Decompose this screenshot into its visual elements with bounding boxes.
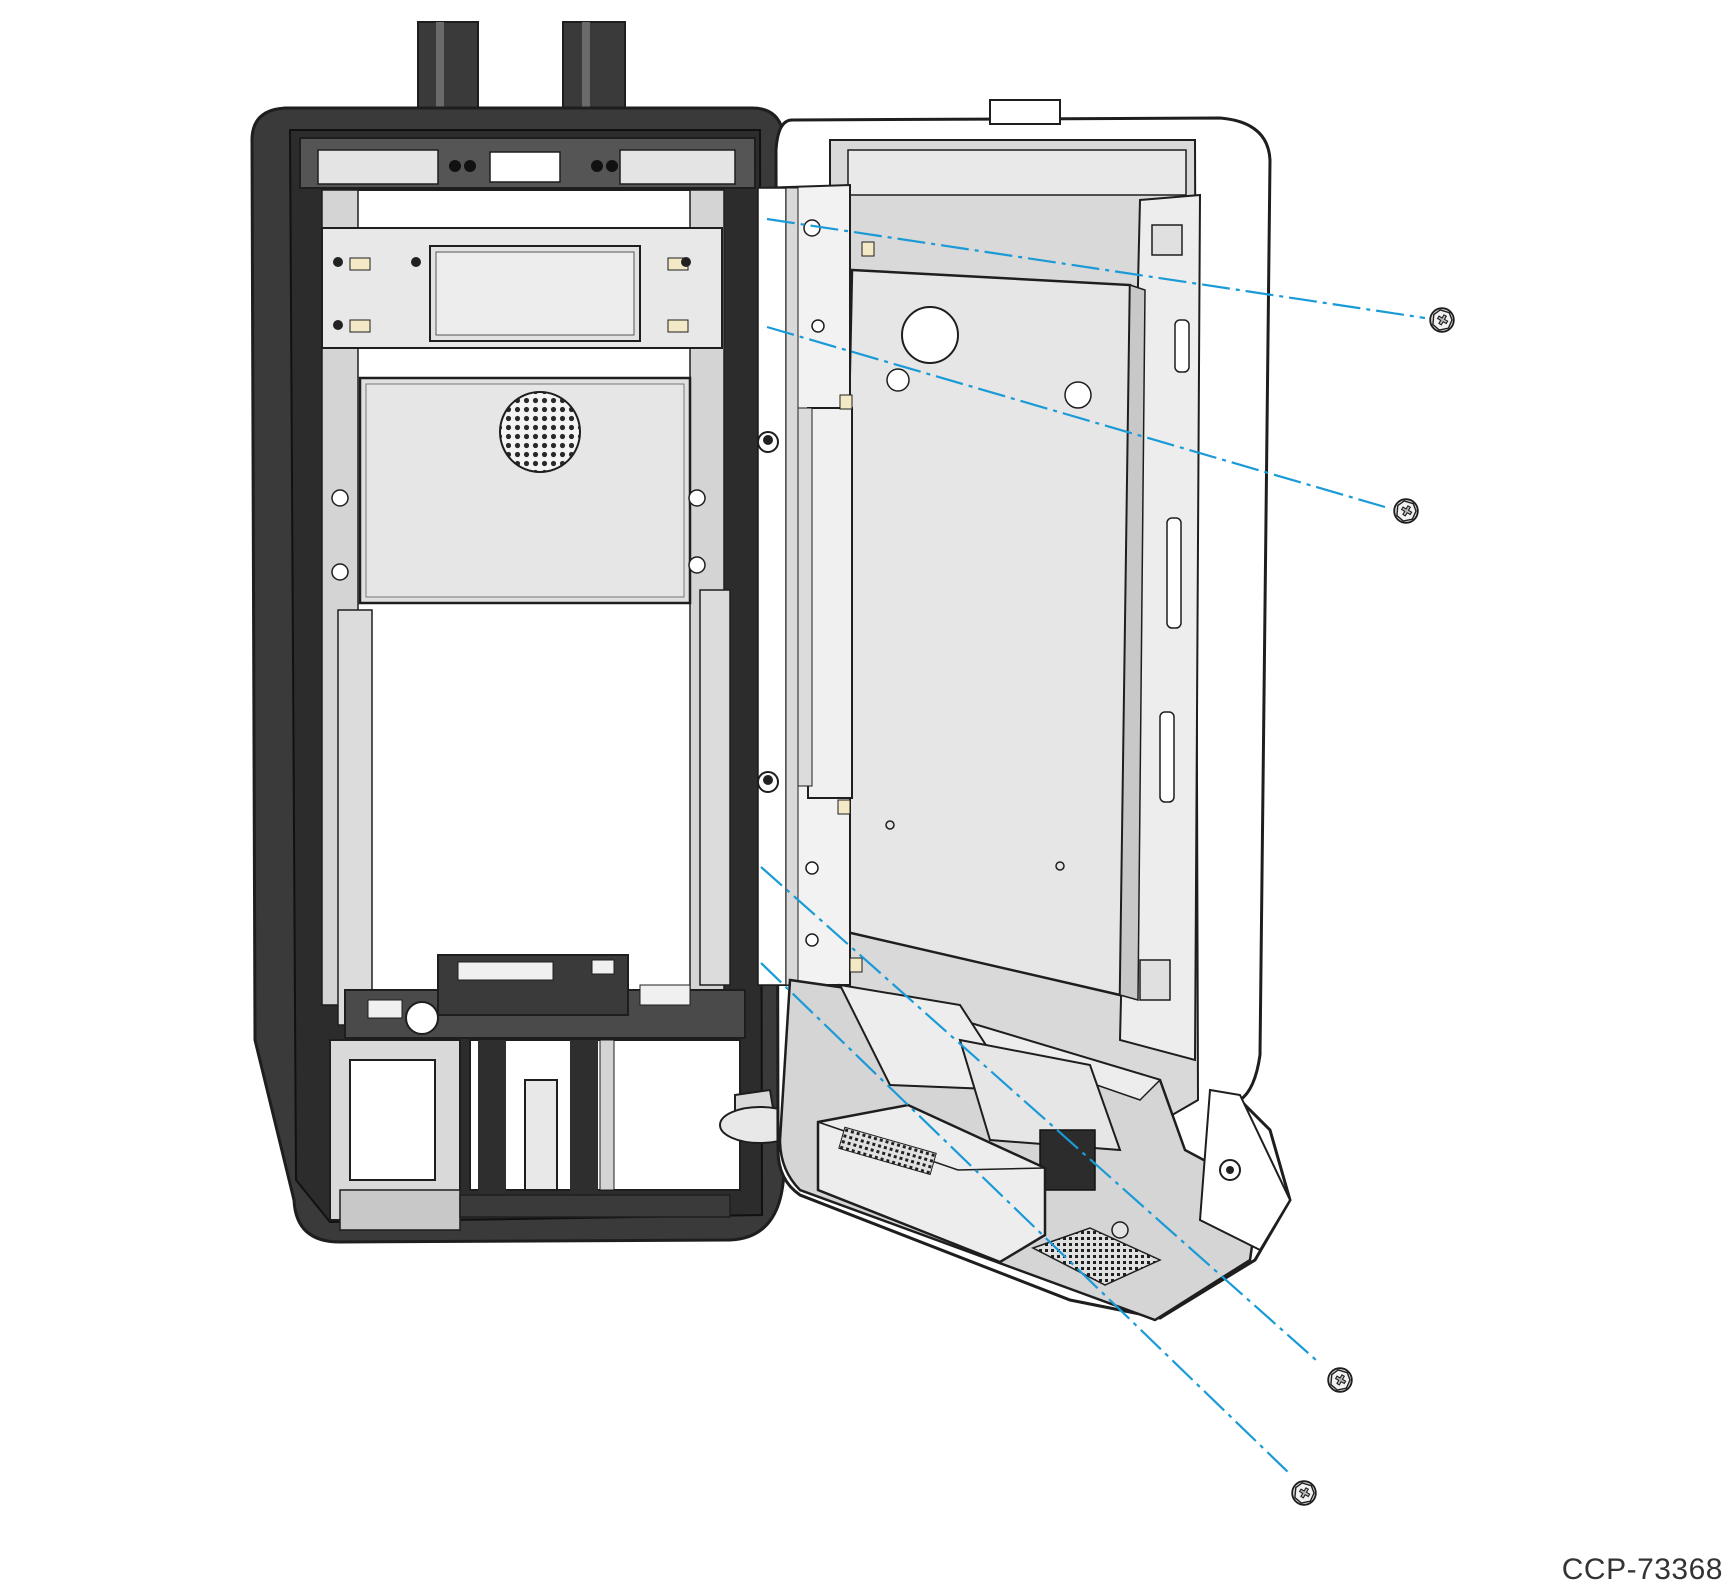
leader-line-1 [766, 217, 1426, 320]
cabinet-frame [250, 106, 786, 1244]
leader-line-3 [760, 866, 1317, 1361]
figure-id-label: CCP-73368 [1561, 1553, 1723, 1586]
screw-icon [1291, 1480, 1317, 1506]
leader-lines [760, 217, 1426, 1475]
open-door [757, 99, 1292, 1322]
leader-line-4 [760, 962, 1291, 1475]
screw-icon [1327, 1367, 1353, 1393]
leader-line-2 [766, 325, 1386, 509]
screw-icon [1429, 307, 1455, 333]
screw-icon [1393, 498, 1419, 524]
mounting-posts [417, 21, 626, 115]
